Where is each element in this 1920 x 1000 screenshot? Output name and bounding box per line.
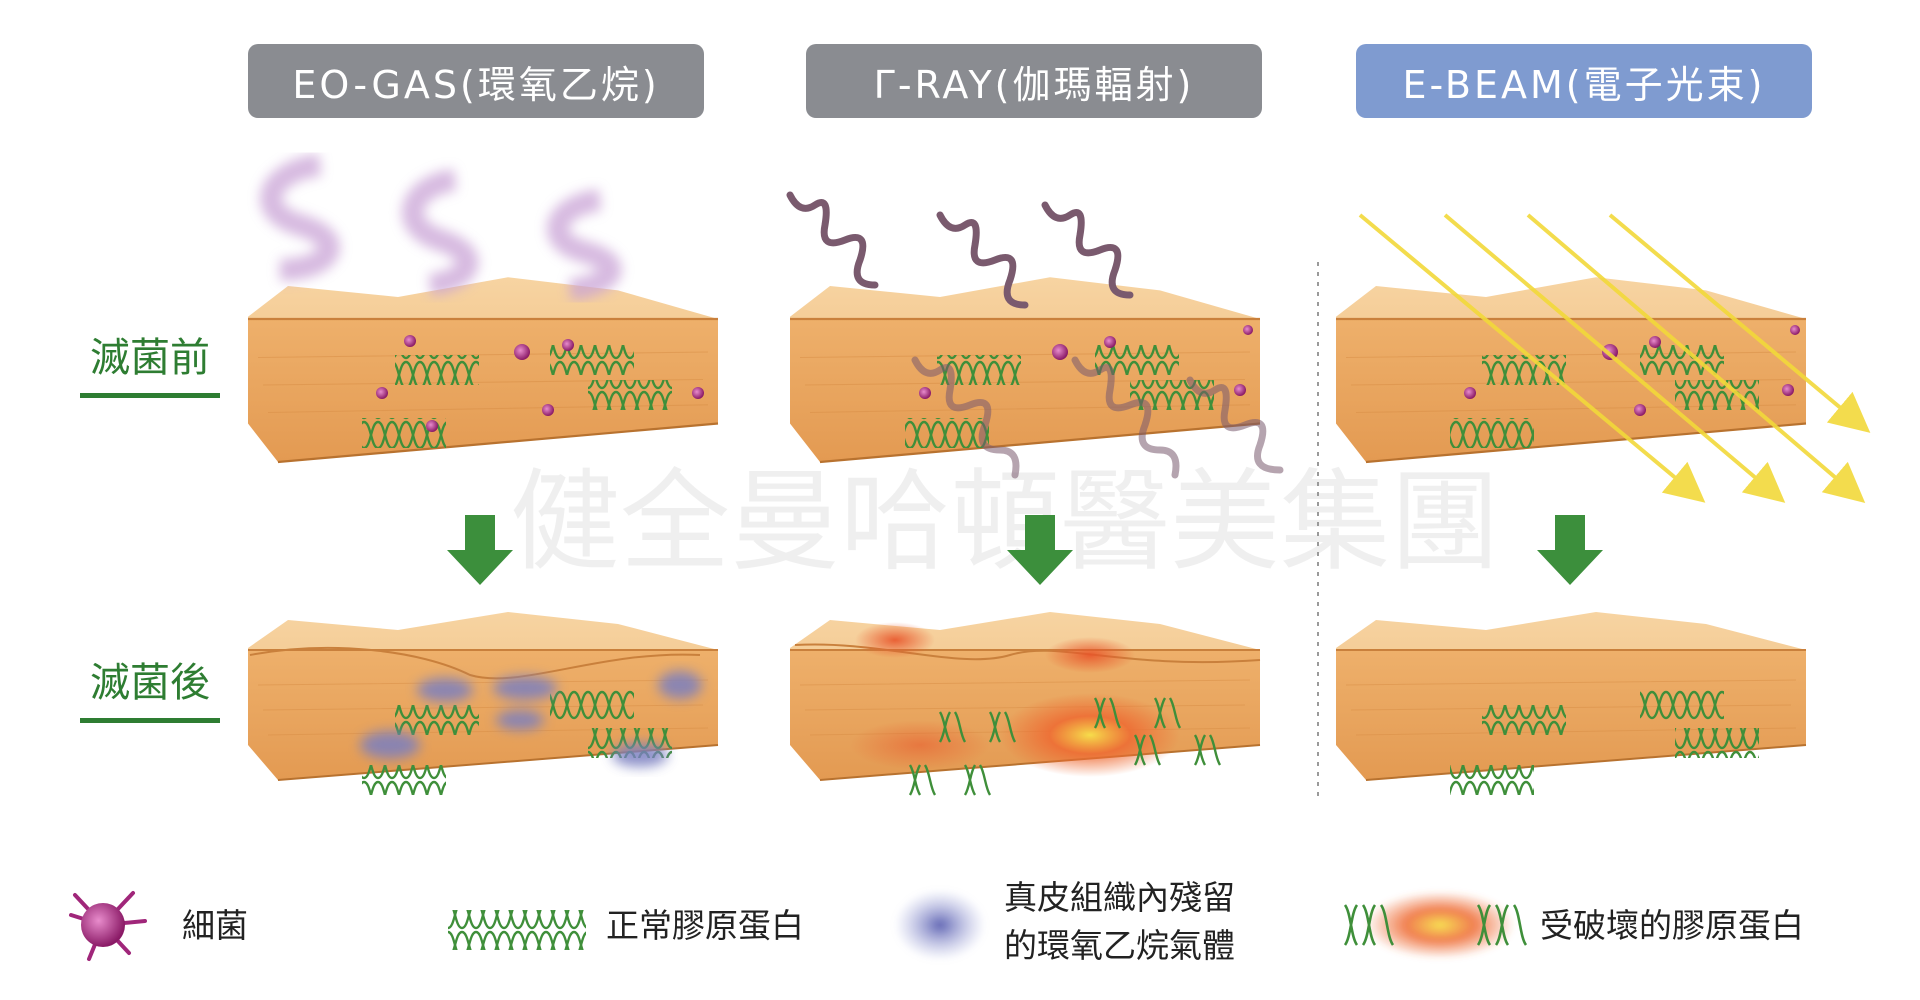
header-e-beam: E-BEAM(電子光束) bbox=[1356, 44, 1812, 118]
row-label-after: 滅菌後 bbox=[80, 650, 220, 723]
gamma-waves bbox=[786, 191, 1284, 479]
gas-residue-icon bbox=[894, 889, 986, 961]
gamma-after-tissue bbox=[789, 611, 1261, 796]
ebeam-rays bbox=[1358, 213, 1871, 503]
eo-gas-wisps bbox=[260, 154, 622, 301]
eo-gas-after-tissue bbox=[247, 611, 719, 795]
eo-gas-before-tissue bbox=[246, 276, 720, 464]
ebeam-after-tissue bbox=[1335, 611, 1807, 795]
legend-label-bacteria: 細菌 bbox=[182, 906, 248, 945]
collagen-icon bbox=[448, 910, 586, 950]
header-gamma-ray: Γ-RAY(伽瑪輻射) bbox=[806, 44, 1262, 118]
watermark-text: 健全曼哈頓醫美集團 bbox=[510, 458, 1500, 586]
header-eo-gas: EO-GAS(環氧乙烷) bbox=[248, 44, 704, 118]
row-label-before: 滅菌前 bbox=[80, 325, 220, 398]
ebeam-before-tissue bbox=[1334, 276, 1808, 464]
down-arrow-icon bbox=[447, 515, 1603, 585]
legend-label-damaged-collagen: 受破壞的膠原蛋白 bbox=[1540, 906, 1804, 945]
damaged-collagen-icon bbox=[1343, 891, 1528, 959]
bacteria-icon bbox=[69, 891, 147, 961]
legend-label-gas-residue-line1: 真皮組織內殘留 bbox=[1004, 878, 1235, 917]
legend-label-collagen: 正常膠原蛋白 bbox=[606, 906, 804, 945]
legend-label-gas-residue-line2: 的環氧乙烷氣體 bbox=[1004, 926, 1235, 965]
